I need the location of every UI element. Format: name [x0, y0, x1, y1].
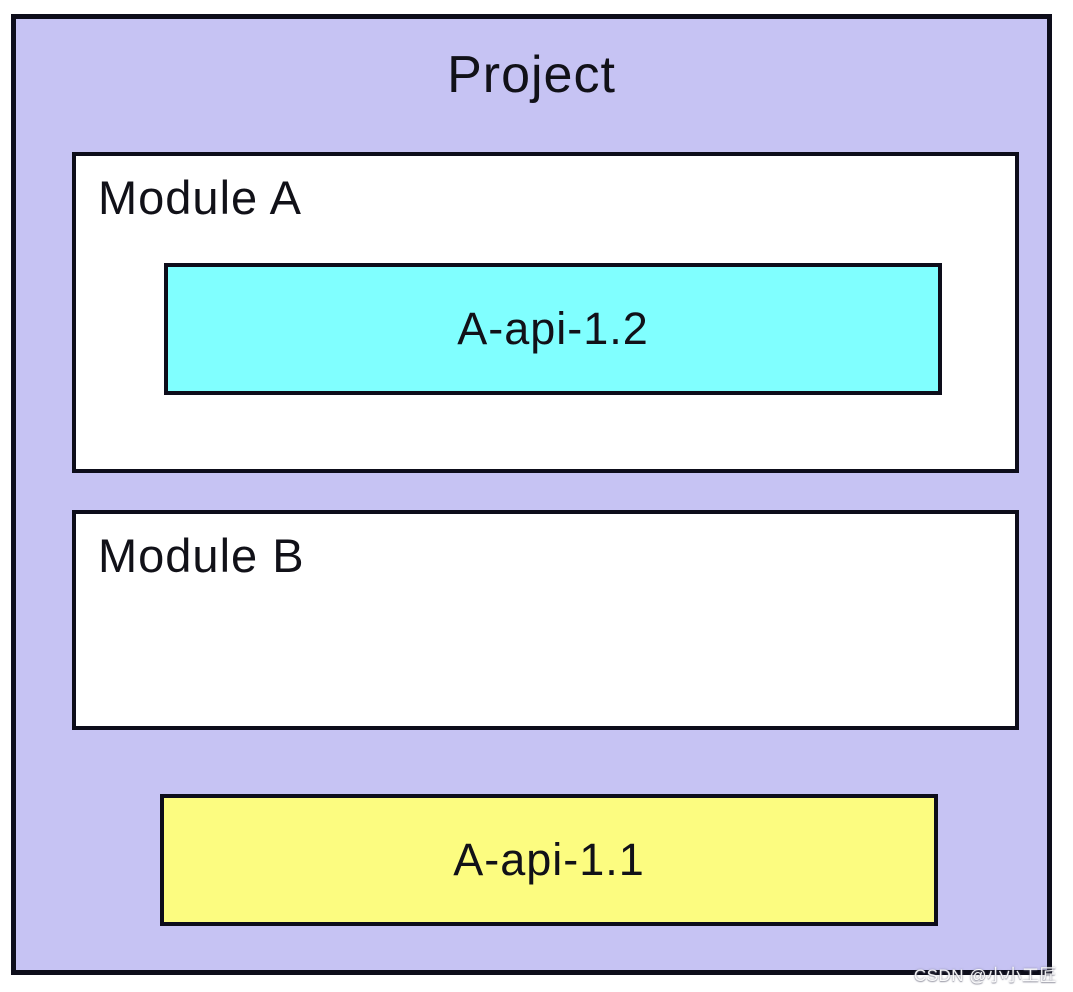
module-a-label: Module A — [98, 171, 302, 224]
module-box-b: Module B — [72, 510, 1019, 730]
api-chip-a-api-1-2: A-api-1.2 — [164, 263, 942, 395]
project-container: Project Module A A-api-1.2 Module B A-ap… — [11, 14, 1052, 975]
module-b-label: Module B — [98, 529, 305, 582]
module-box-a: Module A A-api-1.2 — [72, 152, 1019, 473]
api-chip-a-api-1-1: A-api-1.1 — [160, 794, 938, 926]
project-title: Project — [447, 46, 616, 104]
